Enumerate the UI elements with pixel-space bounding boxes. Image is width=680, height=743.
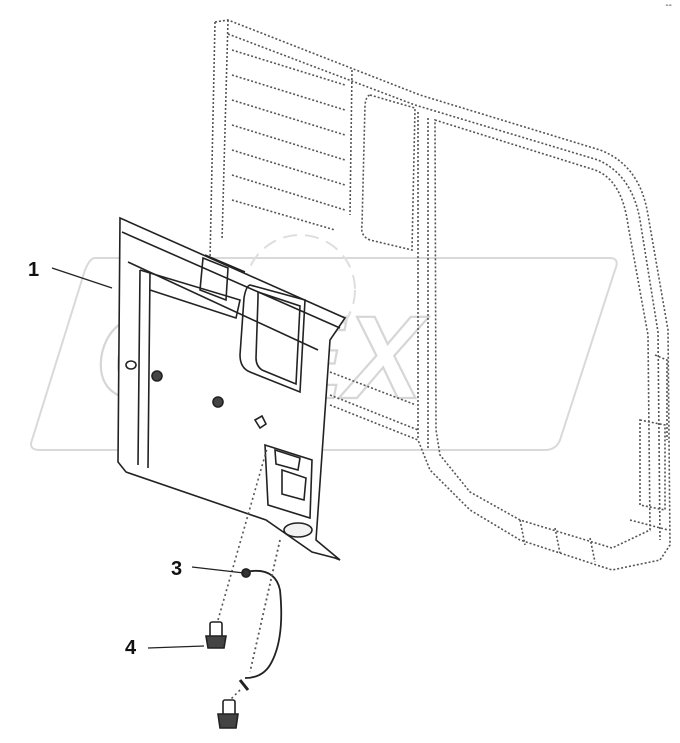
- trim-panel: [117, 216, 347, 561]
- callout-3: 3: [171, 558, 182, 580]
- leader-line-1: [51, 267, 113, 289]
- screws: [205, 444, 269, 729]
- corner-mark: --: [665, 0, 672, 11]
- watermark-gear-icon: [244, 234, 356, 346]
- wire-harness: [238, 539, 283, 691]
- leader-lines: [51, 267, 245, 649]
- leader-line-3: [191, 566, 245, 574]
- callout-1: 1: [28, 259, 39, 281]
- callout-4: 4: [125, 637, 137, 659]
- watermark-frame: [30, 257, 618, 451]
- cab-door-frame: [209, 19, 671, 571]
- leader-line-4: [147, 645, 205, 649]
